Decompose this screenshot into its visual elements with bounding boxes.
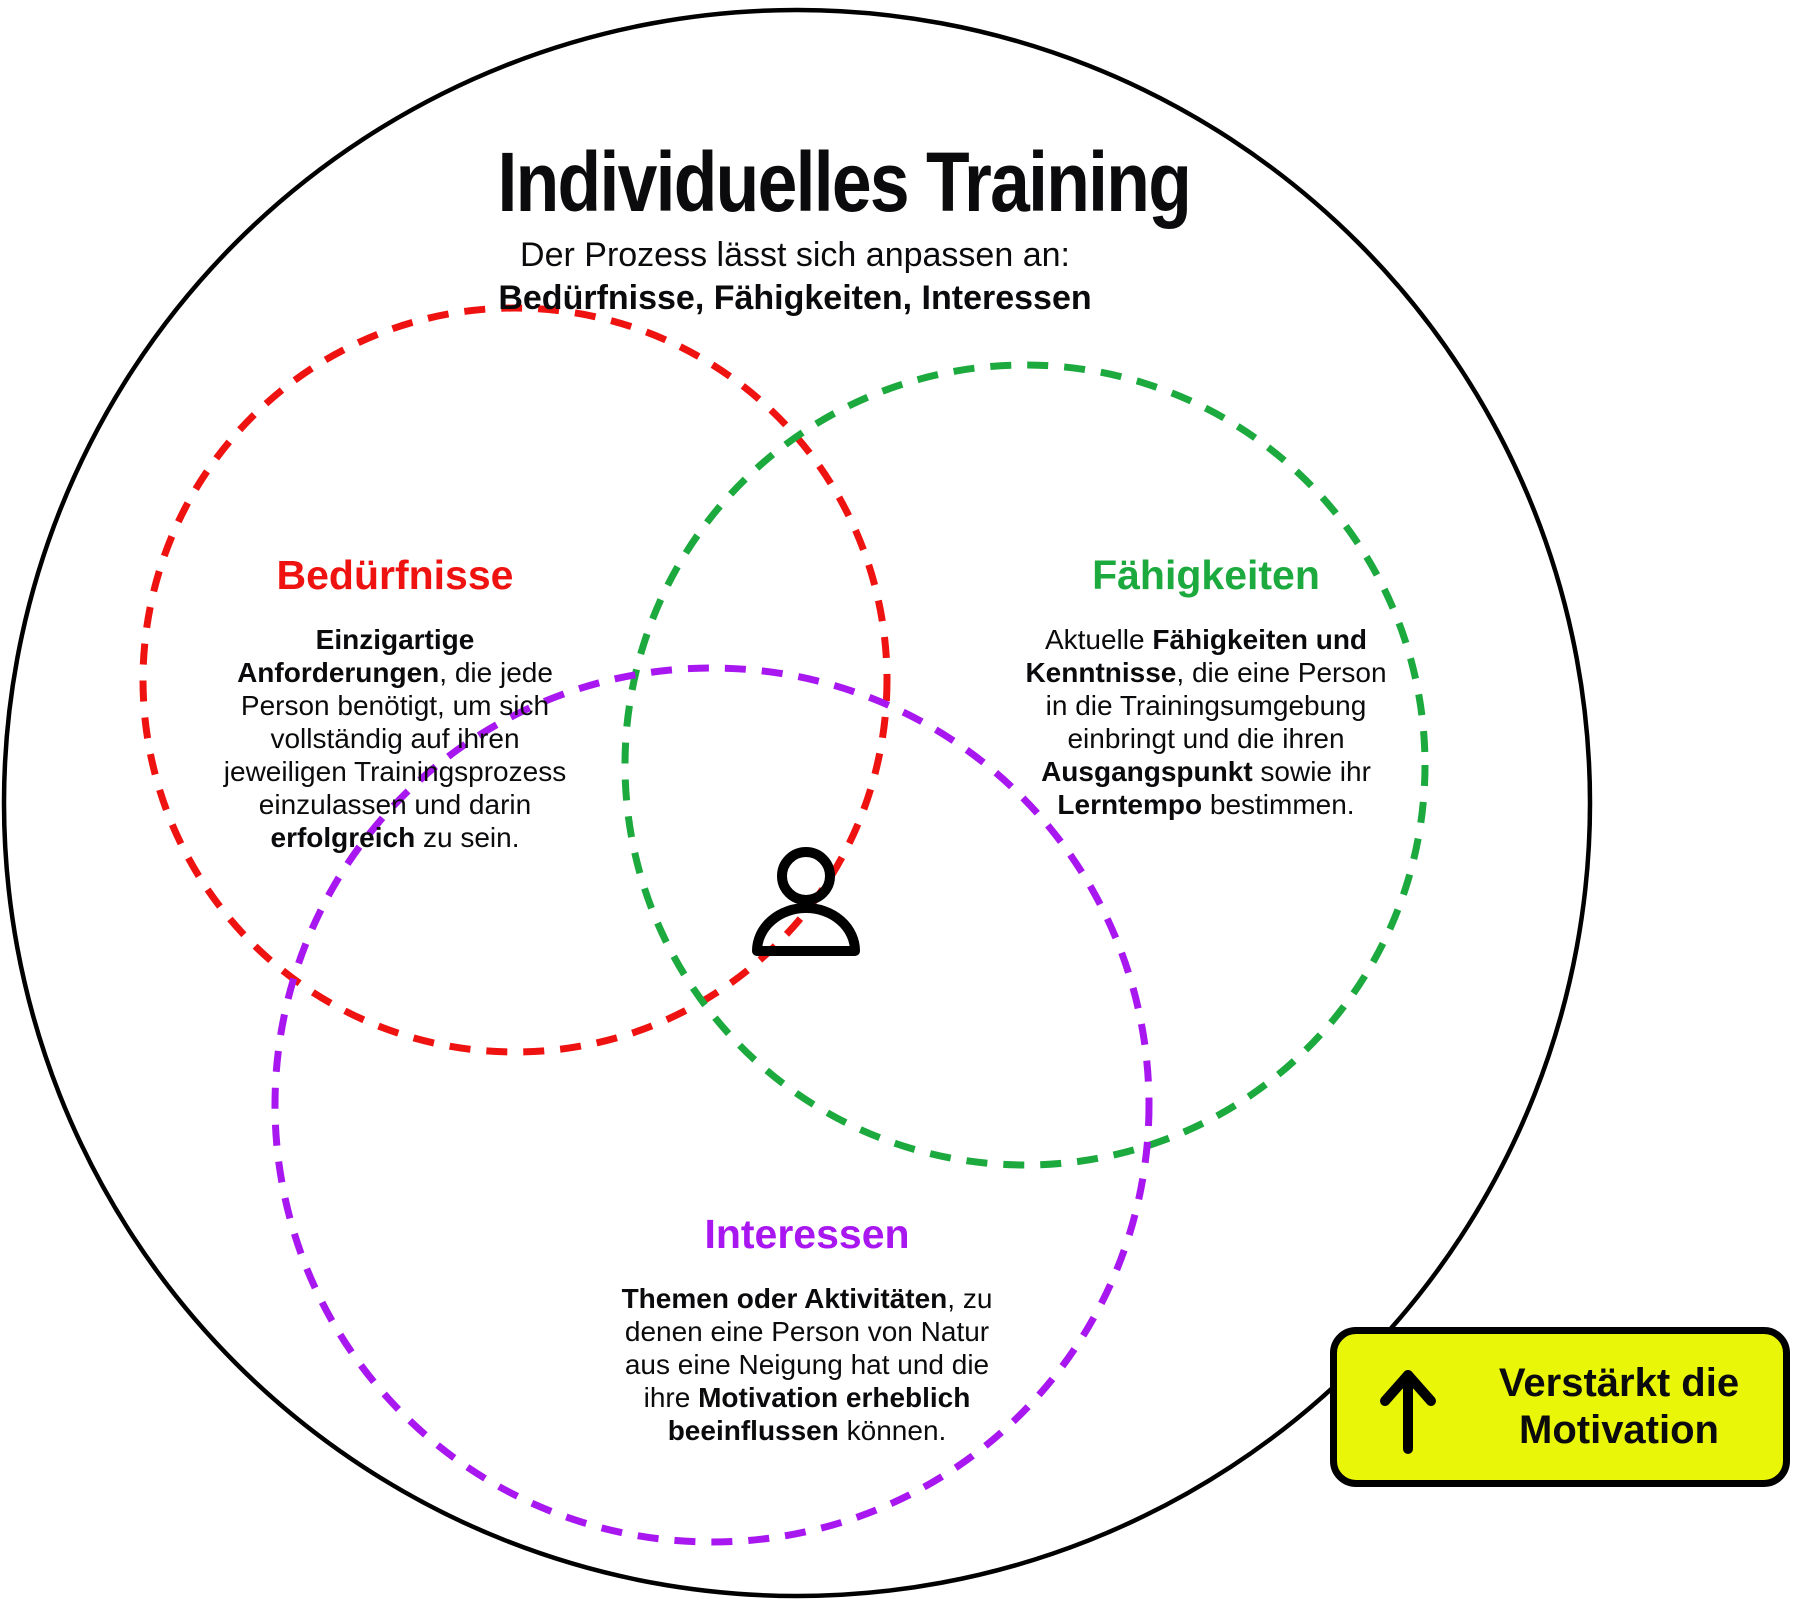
interests-heading: Interessen [704,1211,910,1257]
page-subtitle-emphasis: Bedürfnisse, Fähigkeiten, Interessen [498,278,1092,317]
skills-circle [621,361,1429,1169]
outer-boundary-circle [1,7,1593,1599]
skills-heading: Fähigkeiten [1092,552,1320,598]
page-subtitle: Der Prozess lässt sich anpassen an: [520,236,1070,274]
arrow-up-icon [1380,1370,1436,1454]
person-icon [752,847,860,956]
needs-circle [139,304,891,1056]
page-title: Individuelles Training [497,135,1192,229]
title-block: Individuelles Training Der Prozess lässt… [445,135,1192,320]
needs-heading: Bedürfnisse [276,552,514,598]
interests-circle [271,664,1153,1546]
